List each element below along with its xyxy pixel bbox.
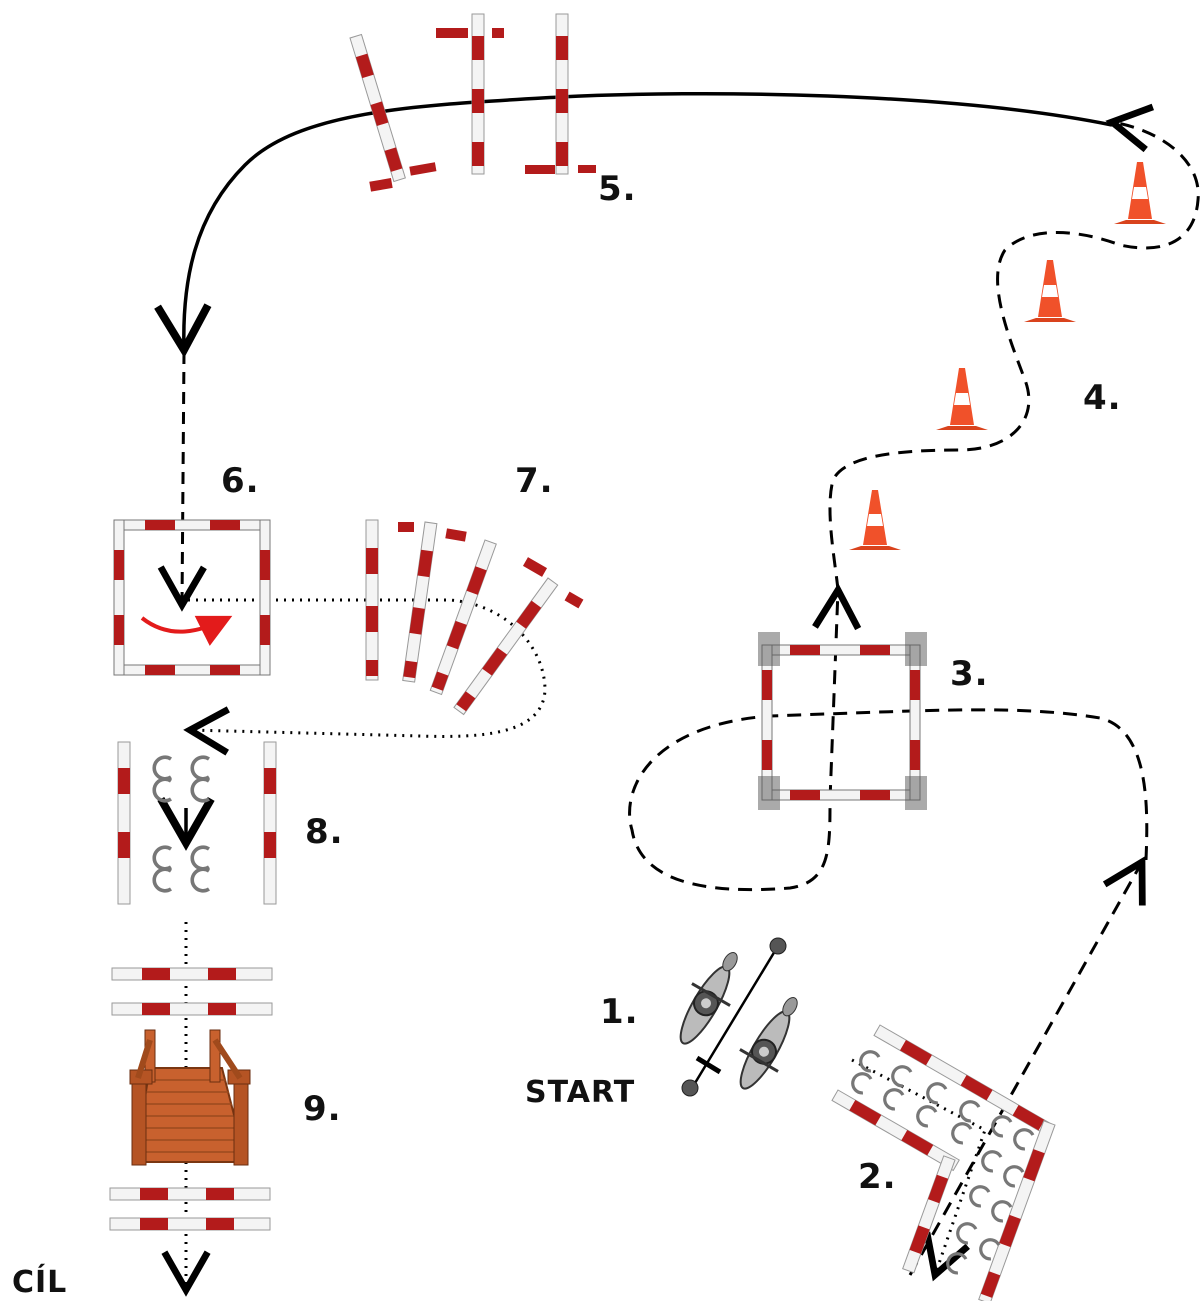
hoofprint-icon bbox=[152, 867, 172, 893]
finish-label: CÍL bbox=[12, 1265, 68, 1300]
hoofprint-icon bbox=[1003, 1165, 1025, 1188]
wooden-bridge-icon bbox=[129, 1029, 251, 1166]
station-3-square bbox=[758, 632, 927, 810]
cone-4 bbox=[1114, 162, 1166, 224]
cone-3 bbox=[1024, 260, 1076, 322]
path-5-to-6 bbox=[154, 91, 1113, 358]
cone-2 bbox=[936, 368, 988, 430]
station-4-label: 4. bbox=[1083, 378, 1122, 418]
hoofprint-icon bbox=[979, 1238, 1001, 1261]
hoofprint-icon bbox=[152, 755, 172, 781]
hoofprint-icon bbox=[916, 1105, 938, 1128]
hoofprint-icon bbox=[959, 1100, 981, 1123]
station-8-hoofprints bbox=[152, 755, 210, 893]
station-8-label: 8. bbox=[305, 812, 344, 852]
station-2-label: 2. bbox=[858, 1157, 897, 1197]
path-into-6 bbox=[157, 351, 207, 612]
pole bbox=[471, 13, 485, 175]
hoofprint-icon bbox=[859, 1050, 881, 1073]
rider-icon-1 bbox=[679, 952, 738, 1045]
station-5-poles bbox=[349, 13, 596, 192]
cone-1 bbox=[849, 490, 901, 550]
pole bbox=[349, 33, 406, 183]
station-2-hoofprints bbox=[851, 1050, 1035, 1275]
station-3-label: 3. bbox=[950, 654, 989, 694]
station-5-label: 5. bbox=[598, 169, 637, 209]
hoofprint-icon bbox=[969, 1185, 991, 1208]
hoofprint-icon bbox=[1013, 1128, 1035, 1151]
path-slalom bbox=[828, 103, 1200, 591]
station-1-gate bbox=[681, 937, 787, 1097]
hoofprint-icon bbox=[981, 1150, 1003, 1173]
station-7-label: 7. bbox=[515, 461, 554, 501]
station-7-fan-poles bbox=[365, 519, 584, 716]
turn-arrow-icon bbox=[140, 615, 233, 646]
station-8-corridor bbox=[117, 741, 277, 905]
station-6-square bbox=[113, 519, 271, 676]
hoofprint-icon bbox=[891, 1065, 913, 1088]
hoofprint-icon bbox=[951, 1122, 973, 1145]
pole bbox=[555, 13, 569, 175]
station-9-rails bbox=[109, 967, 273, 1231]
hoofprint-icon bbox=[991, 1200, 1013, 1223]
rider-icon-2 bbox=[739, 997, 798, 1090]
station-6-label: 6. bbox=[221, 461, 260, 501]
hoofprint-icon bbox=[152, 845, 172, 871]
hoofprint-icon bbox=[190, 755, 210, 781]
station-9-label: 9. bbox=[303, 1089, 342, 1129]
hoofprint-icon bbox=[926, 1082, 948, 1105]
station-2-corridor bbox=[831, 1024, 1056, 1301]
hoofprint-icon bbox=[956, 1222, 978, 1245]
hoofprint-icon bbox=[851, 1072, 873, 1095]
path-2-to-3 bbox=[908, 856, 1146, 1276]
hoofprint-icon bbox=[152, 777, 172, 803]
hoofprint-icon bbox=[190, 845, 210, 871]
hoofprint-icon bbox=[190, 777, 210, 803]
hoofprint-icon bbox=[883, 1088, 905, 1111]
hoofprint-icon bbox=[946, 1252, 968, 1275]
path-station-3-loop bbox=[628, 583, 1149, 892]
station-1-label: 1. bbox=[600, 992, 639, 1032]
start-label: START bbox=[525, 1075, 636, 1110]
hoofprint-icon bbox=[190, 867, 210, 893]
hoofprint-icon bbox=[991, 1115, 1013, 1138]
path-6-to-8 bbox=[183, 598, 547, 756]
